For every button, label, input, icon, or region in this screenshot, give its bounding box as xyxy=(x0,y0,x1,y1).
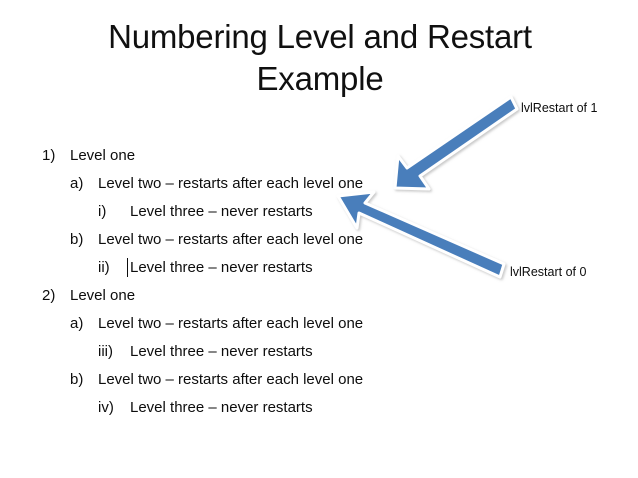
callout-lvlrestart-1: lvlRestart of 1 xyxy=(521,101,598,115)
list-item-label: Level three – never restarts xyxy=(130,399,313,416)
list-item[interactable]: i) Level three – never restarts xyxy=(0,198,470,226)
list-item-label: Level one xyxy=(70,147,136,164)
callout-lvlrestart-0: lvlRestart of 0 xyxy=(510,265,587,279)
list-marker: a) xyxy=(70,175,84,192)
list-item[interactable]: 1) Level one xyxy=(0,142,470,170)
list-item-label: Level two – restarts after each level on… xyxy=(98,371,364,388)
list-item[interactable]: a) Level two – restarts after each level… xyxy=(0,310,470,338)
list-marker: b) xyxy=(70,231,84,248)
list-item-label: Level two – restarts after each level on… xyxy=(98,315,364,332)
list-marker: 1) xyxy=(42,147,56,164)
list-marker: iii) xyxy=(98,343,113,360)
list-marker: a) xyxy=(70,315,84,332)
list-marker: 2) xyxy=(42,287,56,304)
list-marker: ii) xyxy=(98,259,110,276)
list-item-label: Level three – never restarts xyxy=(130,203,313,220)
list-item[interactable]: a) Level two – restarts after each level… xyxy=(0,170,470,198)
list-item[interactable]: ii) Level three – never restarts xyxy=(0,254,470,282)
list-item[interactable]: iii) Level three – never restarts xyxy=(0,338,470,366)
list-item[interactable]: 2) Level one xyxy=(0,282,470,310)
list-item[interactable]: b) Level two – restarts after each level… xyxy=(0,366,470,394)
list-marker: b) xyxy=(70,371,84,388)
list-item[interactable]: b) Level two – restarts after each level… xyxy=(0,226,470,254)
list-marker: iv) xyxy=(98,399,114,416)
page-title: Numbering Level and Restart Example xyxy=(108,18,532,97)
list-item[interactable]: iv) Level three – never restarts xyxy=(0,394,470,422)
outline-list: 1) Level one a) Level two – restarts aft… xyxy=(0,142,470,422)
list-item-label: Level one xyxy=(70,287,136,304)
list-item-label: Level two – restarts after each level on… xyxy=(98,231,364,248)
list-item-label: Level three – never restarts xyxy=(130,343,313,360)
list-item-label: Level two – restarts after each level on… xyxy=(98,175,364,192)
text-cursor xyxy=(127,258,128,277)
list-item-label: Level three – never restarts xyxy=(130,259,313,276)
list-marker: i) xyxy=(98,203,107,220)
